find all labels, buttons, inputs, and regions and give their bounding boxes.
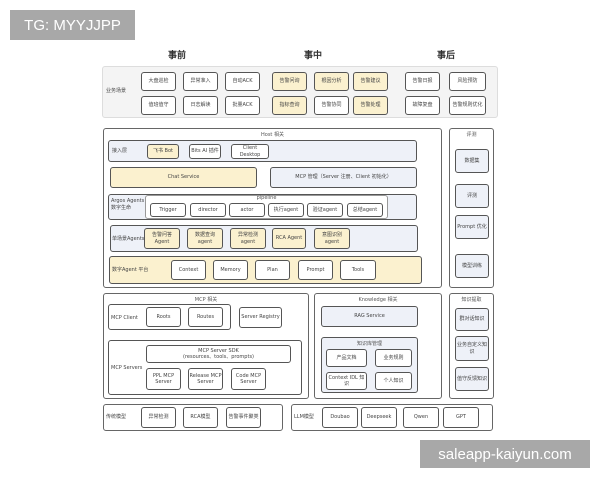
scenario-agent-box: 异常检测agent: [230, 228, 266, 249]
mcp-server-name: Release MCP: [189, 372, 222, 379]
phase-during: 事中: [304, 51, 323, 61]
argos-agent-box: director: [190, 203, 226, 217]
kb-management-title: 知识库管理: [356, 341, 382, 347]
argos-agent-box: 总结agent: [347, 203, 383, 217]
scenario-box: 告警规则优化: [449, 96, 486, 115]
scenario-box: 风险预防: [449, 72, 486, 91]
mcp-server-suffix: Server: [240, 379, 257, 385]
platform-box: Prompt: [298, 260, 333, 280]
kb-box: 个人知识: [375, 372, 412, 390]
llm-model-box: Deepseek: [361, 407, 397, 428]
phase-before: 事前: [168, 51, 187, 61]
scenario-box: 告警日报: [405, 72, 440, 91]
platform-box: Memory: [213, 260, 248, 280]
pipeline-label: pipeline: [256, 195, 277, 201]
scenario-box: 故障复盘: [405, 96, 440, 115]
scenario-box-highlight: 告警处理: [353, 96, 388, 115]
argos-agents-label: Argos Agents 数字生命: [111, 198, 144, 211]
scenario-box-highlight: 根因分析: [314, 72, 349, 91]
host-panel-title: Host 相关: [261, 132, 284, 138]
evaluation-box: Prompt 优化: [455, 215, 489, 239]
chat-service: Chat Service: [110, 167, 257, 188]
mcp-server-box: Release MCP Server: [188, 368, 223, 390]
traditional-model-box: 告警事件聚类: [226, 407, 261, 428]
evaluation-box: 模型训练: [455, 254, 489, 278]
llm-model-box: Qwen: [403, 407, 439, 428]
business-scenario-label: 业务场景: [106, 88, 127, 94]
argos-agent-box: 验证agent: [307, 203, 343, 217]
access-feishu-bot: 飞书 Bot: [147, 144, 179, 159]
kb-box: Context IDL 知识: [326, 372, 367, 390]
knowledge-extract-box: 值守反馈知识: [455, 367, 489, 391]
traditional-model-box: RCA模型: [183, 407, 218, 428]
mcp-servers-label: MCP Servers: [111, 365, 143, 371]
mcp-client-roots: Roots: [146, 307, 181, 327]
llm-models-label: LLM模型: [294, 414, 314, 420]
mcp-server-box: Code MCP Server: [231, 368, 266, 390]
mcp-panel-title: MCP 相关: [194, 297, 218, 303]
scenario-box: 告警协同: [314, 96, 349, 115]
mcp-server-sdk: MCP Server SDK (resources、tools、prompts): [146, 345, 291, 363]
scenario-box-highlight: 指标查询: [272, 96, 307, 115]
argos-agent-box: 执行agent: [268, 203, 304, 217]
scenario-agent-box: RCA Agent: [272, 228, 306, 249]
traditional-model-box: 异常检测: [141, 407, 176, 428]
mcp-sdk-title: MCP Server SDK: [198, 347, 239, 354]
evaluation-box: 评测: [455, 184, 489, 208]
argos-agent-box: actor: [229, 203, 265, 217]
mcp-sdk-subtitle: (resources、tools、prompts): [183, 354, 254, 360]
argos-agent-box: Trigger: [150, 203, 186, 217]
kb-box: 业务规则: [375, 349, 412, 367]
evaluation-box: 数据集: [455, 149, 489, 173]
llm-model-box: GPT: [443, 407, 479, 428]
mcp-manage: MCP 管理（Server 注册、Client 初始化）: [270, 167, 417, 188]
knowledge-panel-title: Knowledge 相关: [358, 297, 398, 303]
scenario-box: 大盘巡检: [141, 72, 176, 91]
mcp-server-name: Code MCP: [235, 372, 262, 379]
scenario-box: 值班值守: [141, 96, 176, 115]
watermark-bottom-right: saleapp-kaiyun.com: [420, 440, 590, 468]
traditional-models-label: 传统模型: [106, 414, 127, 420]
scenario-box: 批量ACK: [225, 96, 260, 115]
scenario-agent-box: 数据查询agent: [187, 228, 223, 249]
mcp-server-name: PPL MCP: [152, 372, 175, 379]
scenario-box: 自动ACK: [225, 72, 260, 91]
watermark-top-left: TG: MYYJJPP: [10, 10, 135, 40]
platform-box: Context: [171, 260, 206, 280]
digital-agent-platform-label: 数字Agent 平台: [112, 267, 149, 273]
mcp-client-routes: Routes: [188, 307, 223, 327]
knowledge-extract-box: 业务自定义知识: [455, 336, 489, 361]
scenario-agent-box: 意图识别agent: [314, 228, 350, 249]
platform-box: Plan: [255, 260, 290, 280]
scenario-box: 日志解读: [183, 96, 218, 115]
mcp-server-suffix: Server: [197, 379, 214, 385]
scenario-box-highlight: 告警建议: [353, 72, 388, 91]
mcp-server-suffix: Server: [155, 379, 172, 385]
scenario-box-highlight: 告警问询: [272, 72, 307, 91]
llm-model-box: Doubao: [322, 407, 358, 428]
single-scenario-agents-label: 单场景Agents: [112, 236, 145, 242]
kb-box: 产品文档: [326, 349, 367, 367]
scenario-box: 异常准入: [183, 72, 218, 91]
phase-after: 事后: [437, 51, 456, 61]
argos-label-line1: Argos Agents: [111, 198, 145, 204]
knowledge-extract-title: 知识提取: [461, 297, 482, 303]
platform-box: Tools: [340, 260, 376, 280]
access-bits-ai-plugin: Bits AI 插件: [189, 144, 221, 159]
rag-service: RAG Service: [321, 306, 418, 327]
mcp-client-label: MCP Client: [111, 315, 138, 321]
evaluation-title: 评测: [466, 132, 477, 138]
server-registry: Server Registry: [239, 307, 282, 328]
argos-label-line2: 数字生命: [111, 204, 132, 211]
access-client-desktop: Client Desktop: [231, 144, 269, 159]
knowledge-extract-box: 群对话知识: [455, 308, 489, 331]
mcp-server-box: PPL MCP Server: [146, 368, 181, 390]
access-layer-label: 接入层: [112, 148, 128, 154]
scenario-agent-box: 告警问答Agent: [144, 228, 180, 249]
